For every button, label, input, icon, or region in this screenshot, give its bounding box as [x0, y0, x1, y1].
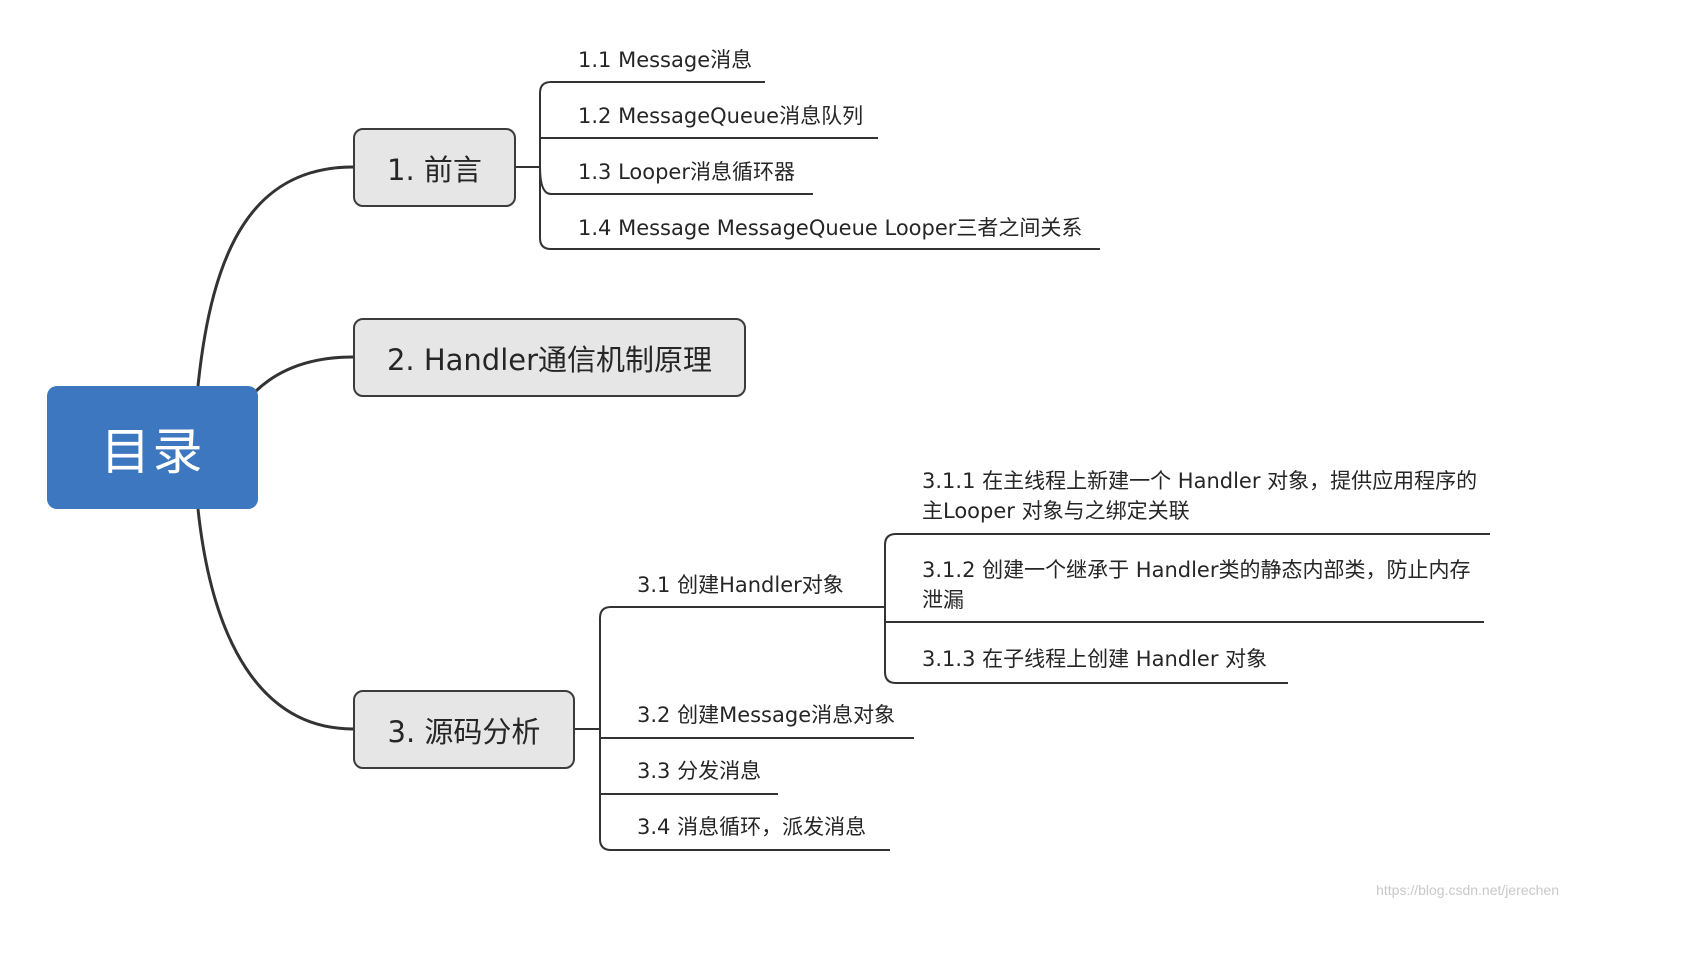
subtopic-3-2[interactable]: 3.2 创建Message消息对象 — [637, 703, 896, 727]
topic-node-3[interactable]: 3. 源码分析 — [353, 690, 575, 769]
root-label: 目录 — [100, 422, 205, 481]
subtopic-3-1-2[interactable]: 3.1.2 创建一个继承于 Handler类的静态内部类，防止内存泄漏 — [922, 558, 1471, 612]
connector-lines — [196, 81, 1490, 851]
subtopic-1-4[interactable]: 1.4 Message MessageQueue Looper三者之间关系 — [578, 216, 1083, 240]
subtopic-3-1-1[interactable]: 3.1.1 在主线程上新建一个 Handler 对象，提供应用程序的 主Loop… — [922, 469, 1478, 523]
link-3-1-bracket — [884, 533, 1490, 684]
topic-label: 1. 前言 — [387, 152, 482, 187]
topic-node-1[interactable]: 1. 前言 — [353, 128, 516, 207]
subtopic-1-3[interactable]: 1.3 Looper消息循环器 — [578, 160, 795, 184]
topic-label: 3. 源码分析 — [387, 714, 541, 749]
subtopic-3-3[interactable]: 3.3 分发消息 — [637, 759, 762, 783]
root-node[interactable]: 目录 — [47, 386, 258, 509]
link-topic-1-bracket — [516, 81, 1100, 250]
subtopic-3-1-3[interactable]: 3.1.3 在子线程上创建 Handler 对象 — [922, 647, 1268, 671]
link-root-topic-2 — [254, 355, 354, 393]
subtopic-3-1[interactable]: 3.1 创建Handler对象 — [637, 573, 844, 597]
link-topic-3-bracket — [575, 606, 914, 851]
subtopic-1-1[interactable]: 1.1 Message消息 — [578, 48, 753, 72]
subtopic-3-4[interactable]: 3.4 消息循环，派发消息 — [637, 815, 867, 839]
topic-label: 2. Handler通信机制原理 — [386, 342, 713, 377]
subtopic-1-2[interactable]: 1.2 MessageQueue消息队列 — [578, 104, 864, 128]
link-root-topic-1 — [196, 165, 354, 387]
watermark: https://blog.csdn.net/jerechen — [1376, 882, 1559, 898]
topic-node-2[interactable]: 2. Handler通信机制原理 — [353, 318, 746, 397]
link-root-topic-3 — [196, 508, 354, 731]
